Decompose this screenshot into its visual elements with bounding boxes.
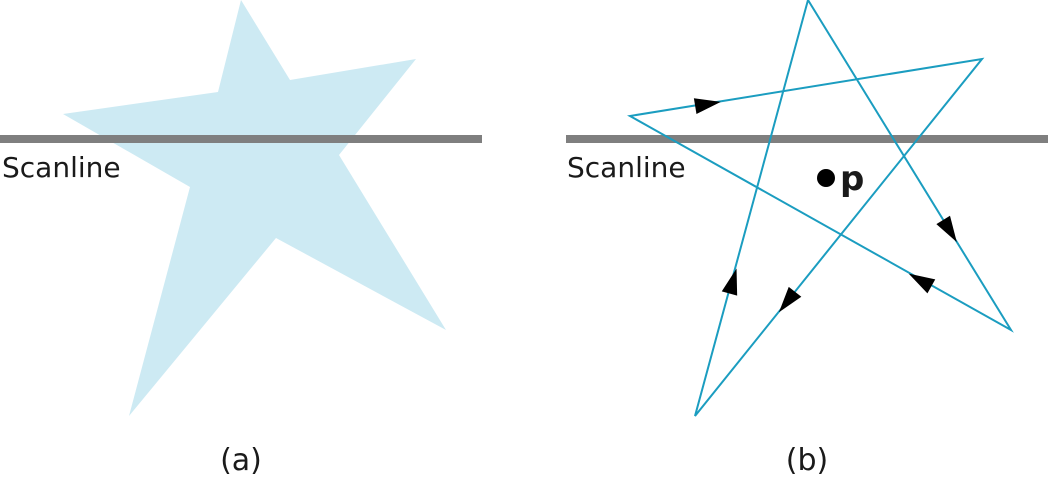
direction-arrow <box>778 286 802 313</box>
direction-arrow <box>936 215 957 243</box>
scanline-a <box>0 135 482 143</box>
star-outline-polygon <box>627 0 1014 417</box>
panel-a: Scanline (a) <box>0 0 482 478</box>
direction-arrow <box>693 98 721 114</box>
direction-arrow <box>908 273 936 294</box>
direction-arrow <box>721 268 738 296</box>
point-marker <box>817 169 835 187</box>
scanline-label-b: Scanline <box>567 151 686 184</box>
caption-b: (b) <box>786 443 828 478</box>
scanline-b <box>566 135 1048 143</box>
filled-star-polygon <box>63 0 446 416</box>
scanline-label-a: Scanline <box>2 151 121 184</box>
edge-arrows <box>693 98 957 313</box>
point-label: p <box>840 159 864 199</box>
panel-b: p Scanline (b) <box>566 0 1048 478</box>
caption-a: (a) <box>220 443 262 478</box>
